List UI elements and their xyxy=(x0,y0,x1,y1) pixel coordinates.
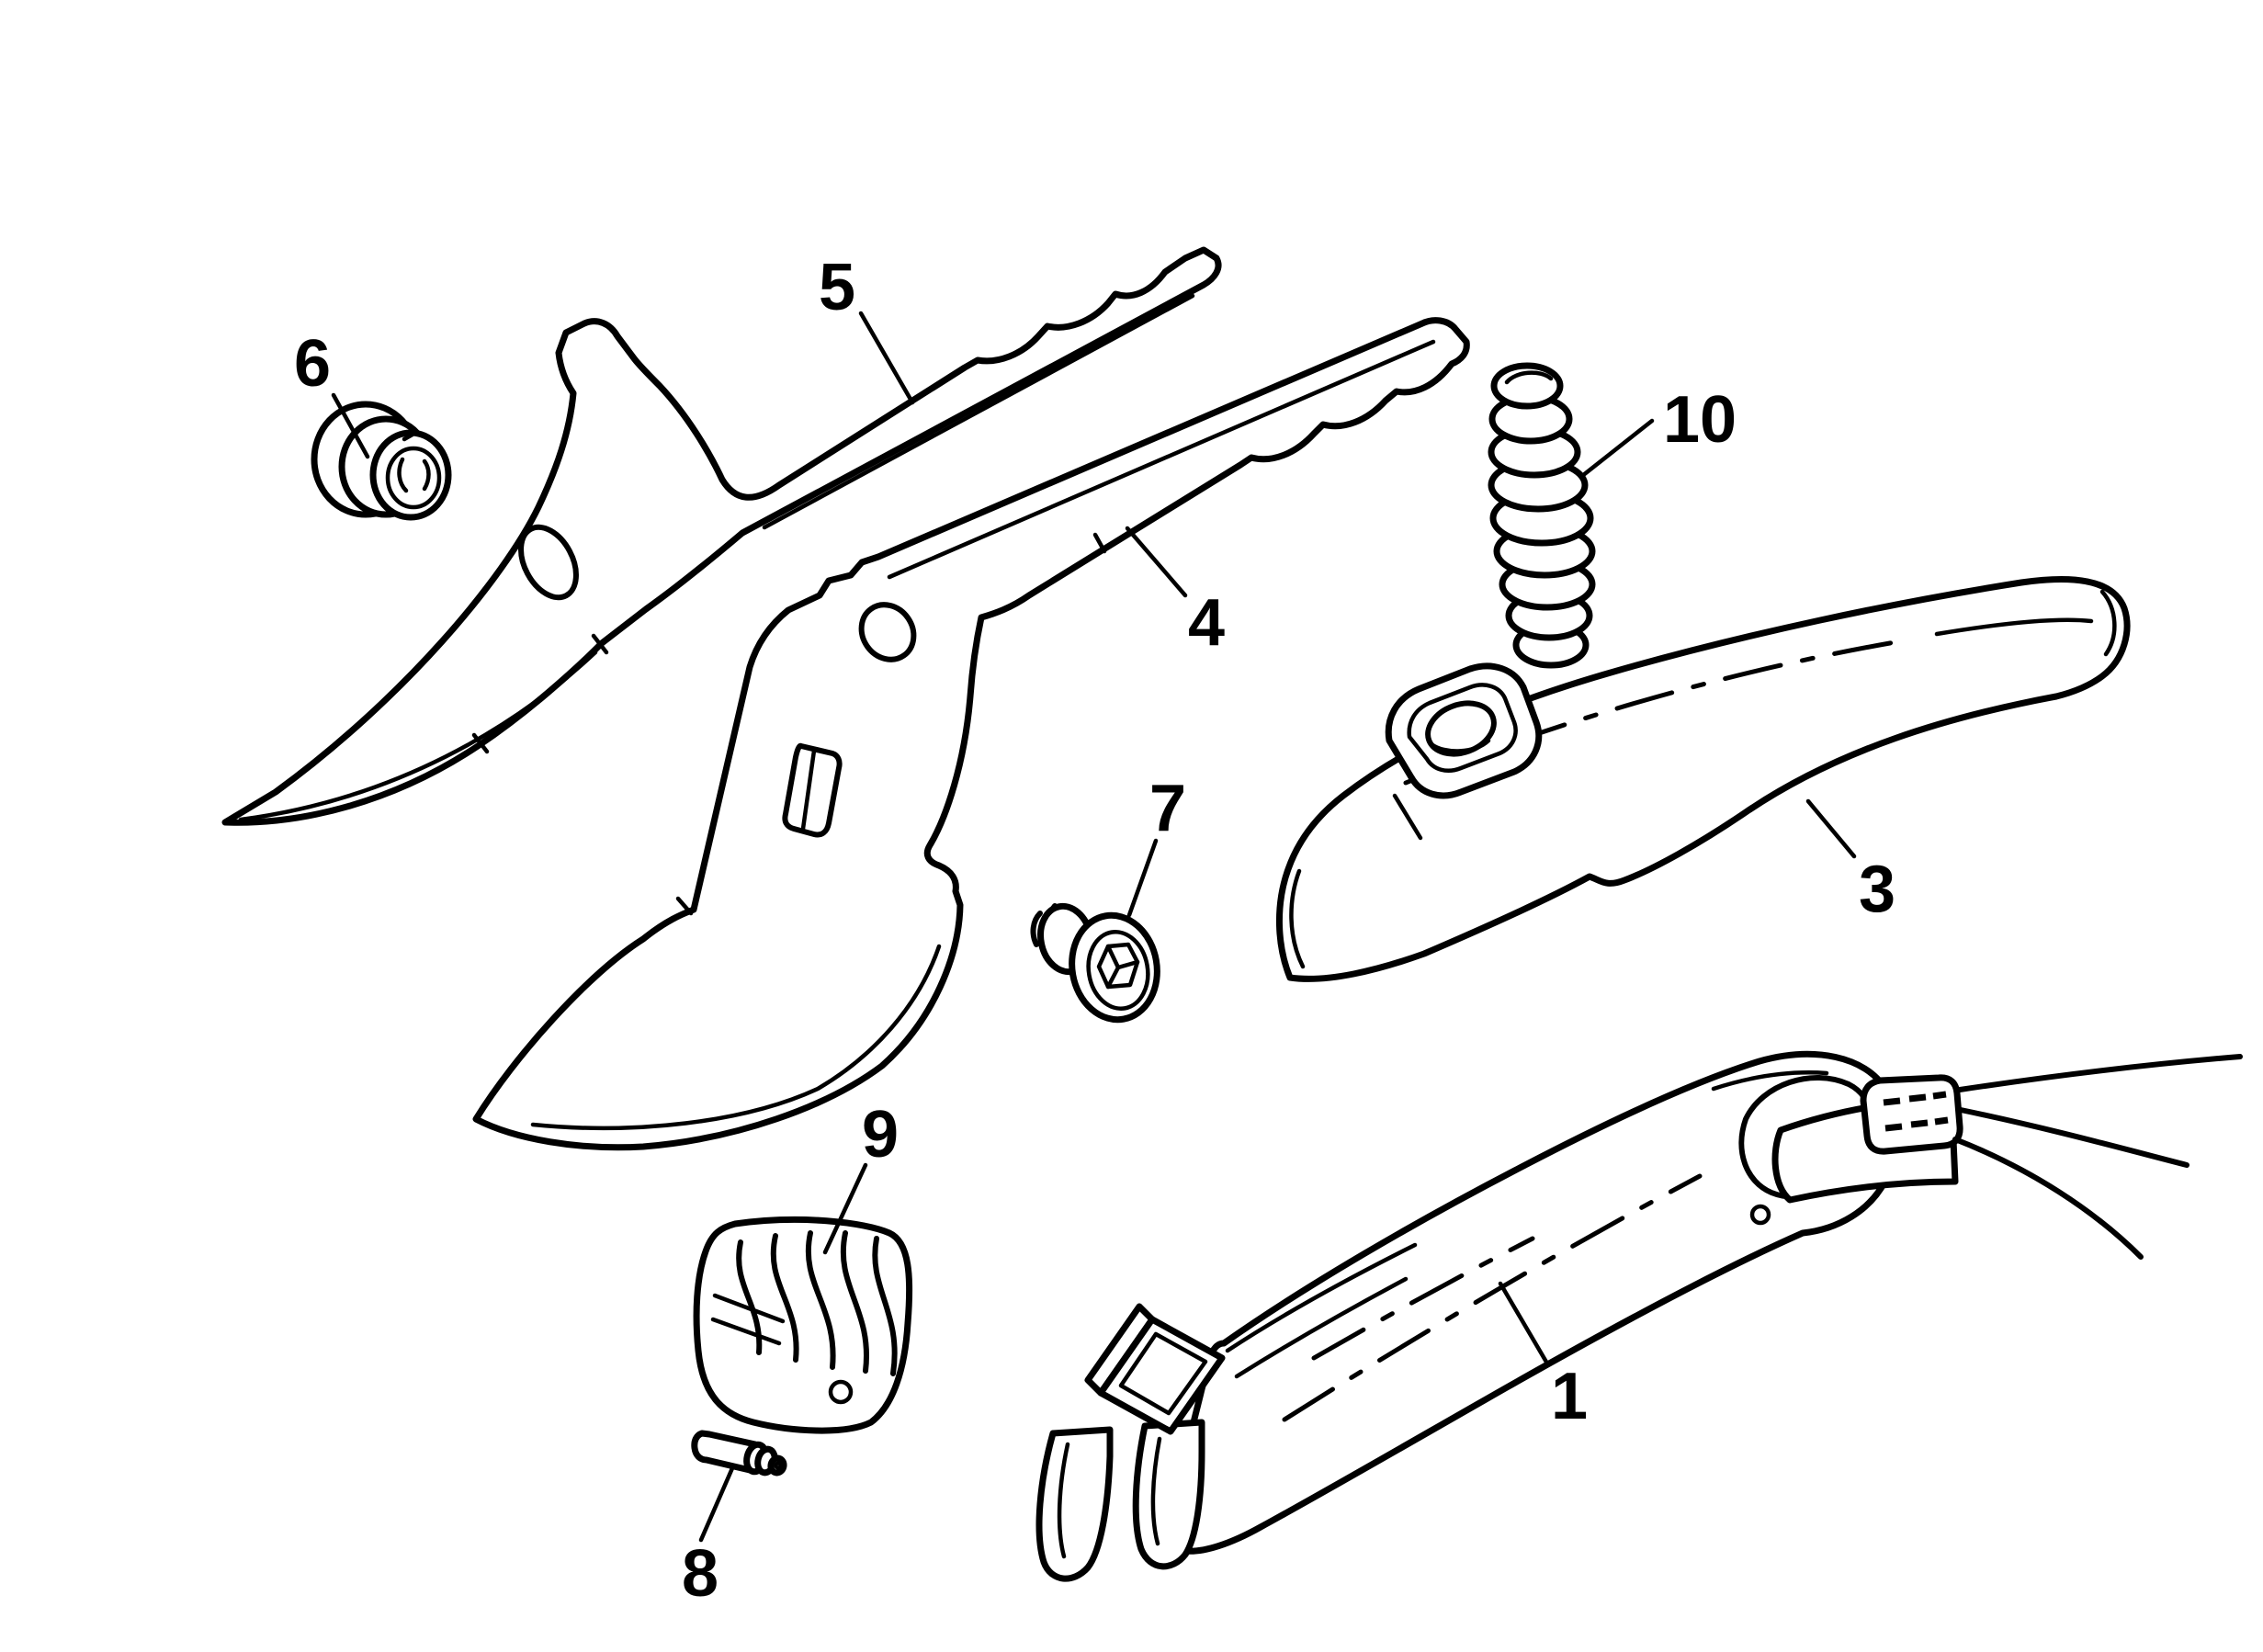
weave-dash xyxy=(1932,1091,1947,1100)
strap-tail-bottom xyxy=(1952,1137,2144,1260)
fork-prong-left-line xyxy=(1057,1442,1070,1559)
cutting-blade-edge-line xyxy=(530,944,942,1131)
weave-dash xyxy=(1934,1116,1949,1126)
lower-handle-dash-2 xyxy=(1311,1236,1535,1361)
cutting-blade-tick-2 xyxy=(1092,532,1107,554)
weave-dash xyxy=(1908,1093,1927,1103)
upper-handle-spine-line xyxy=(1934,617,2094,637)
part-label-5: 5 xyxy=(819,251,855,324)
lower-handle-ridge-1 xyxy=(1225,1242,1418,1353)
cap-nut-swirl-2 xyxy=(422,458,431,492)
part-label-1: 1 xyxy=(1551,1360,1588,1433)
upper-handle-socket-hole-shadow xyxy=(1429,738,1491,753)
leader-line-1 xyxy=(1498,1281,1550,1366)
upper-handle-socket-shadow-line xyxy=(1392,793,1423,841)
bumper-outline xyxy=(693,1216,913,1434)
weave-dash xyxy=(1884,1123,1903,1132)
upper-handle-socket-inner xyxy=(1407,683,1518,773)
pin-tip-dot xyxy=(774,1461,783,1470)
strap-tail-top xyxy=(1957,1054,2243,1092)
upper-handle-outline xyxy=(1276,576,2131,982)
leader-lines xyxy=(331,311,1857,1543)
part-locking-pin xyxy=(691,1430,787,1477)
leader-line-7 xyxy=(1126,838,1159,918)
lower-handle-loop-inner-line xyxy=(1711,1070,1829,1092)
counter-blade-edge-line xyxy=(238,650,598,822)
bolt-head-inner xyxy=(1086,930,1150,1011)
part-label-8: 8 xyxy=(682,1537,719,1611)
upper-handle-spine-dash xyxy=(1403,637,1914,786)
counter-blade-tick-2 xyxy=(591,633,609,655)
part-label-4: 4 xyxy=(1188,586,1225,660)
part-lower-handle xyxy=(1035,1050,2243,1582)
leader-line-3 xyxy=(1805,798,1857,859)
cutting-blade-slot xyxy=(782,742,843,838)
cutting-blade-slot-divider xyxy=(800,748,817,832)
counter-blade-pivot-hole xyxy=(518,524,579,601)
lower-handle-dash-1 xyxy=(1282,1173,1703,1422)
part-label-6: 6 xyxy=(294,327,331,401)
bumper-hole xyxy=(828,1379,854,1405)
fork-prong-right-line xyxy=(1150,1436,1162,1546)
part-counter-blade xyxy=(221,246,1222,826)
pin-body xyxy=(691,1430,759,1474)
strap-clasp-weave xyxy=(1883,1091,1949,1132)
counter-blade-tang-line xyxy=(762,293,1195,530)
lower-handle-socket-front xyxy=(1097,1316,1226,1435)
cutting-blade-spring-hole xyxy=(858,602,917,662)
cap-nut-slot-mark xyxy=(402,429,420,442)
upper-handle-butt-line xyxy=(1289,868,1306,969)
part-labels: 1 3 4 5 6 7 8 9 10 xyxy=(294,251,1895,1611)
bumper-line-2 xyxy=(710,1317,782,1346)
leader-line-4 xyxy=(1125,526,1188,598)
cutting-blade-outline xyxy=(472,317,1470,1151)
bumper-groove-4 xyxy=(840,1230,869,1374)
part-coil-spring xyxy=(1488,362,1596,669)
leader-line-8 xyxy=(698,1465,735,1543)
upper-handle-socket-outer xyxy=(1385,662,1543,799)
counter-blade-tick-1 xyxy=(471,732,490,754)
bumper-groove-5 xyxy=(872,1236,898,1376)
lower-handle-fork-prong-right xyxy=(1132,1419,1205,1570)
part-label-3: 3 xyxy=(1859,853,1895,926)
lower-handle-fork-prong-left xyxy=(1035,1426,1114,1582)
part-upper-handle xyxy=(1276,576,2131,982)
bumper-line-1 xyxy=(712,1293,786,1324)
part-bumper-cushion xyxy=(693,1216,913,1434)
cutting-blade-tick-1 xyxy=(675,896,694,916)
leader-line-10 xyxy=(1579,418,1655,479)
part-label-10: 10 xyxy=(1663,383,1737,457)
cap-nut-face-inner xyxy=(385,446,442,510)
part-label-9: 9 xyxy=(862,1098,899,1171)
strap-clasp xyxy=(1860,1074,1963,1155)
part-pivot-bolt xyxy=(1030,902,1160,1024)
cap-nut-swirl-1 xyxy=(397,457,409,493)
bumper-groove-2 xyxy=(770,1233,799,1363)
leader-line-9 xyxy=(822,1162,868,1255)
bolt-thread-rib-1 xyxy=(1030,911,1043,947)
spring-top-curl xyxy=(1504,370,1554,385)
bumper-groove-3 xyxy=(805,1230,836,1370)
lower-handle-socket-inner xyxy=(1118,1331,1208,1416)
lower-handle-ridge-2 xyxy=(1234,1276,1409,1379)
part-cutting-blade xyxy=(472,317,1470,1151)
weave-dash xyxy=(1883,1097,1901,1106)
leader-line-6 xyxy=(331,392,370,459)
part-adjustment-cap-nut xyxy=(311,401,452,521)
bolt-hex-facets xyxy=(1105,944,1140,990)
lower-handle-pin-hole xyxy=(1749,1204,1771,1226)
bolt-hex-socket xyxy=(1096,942,1140,990)
weave-dash xyxy=(1910,1119,1929,1128)
strap-tail-middle xyxy=(1958,1107,2189,1168)
leader-line-5 xyxy=(858,311,915,405)
part-label-7: 7 xyxy=(1149,772,1186,845)
cutting-blade-tang-line xyxy=(887,339,1436,580)
upper-handle-tip-line xyxy=(2099,589,2117,657)
